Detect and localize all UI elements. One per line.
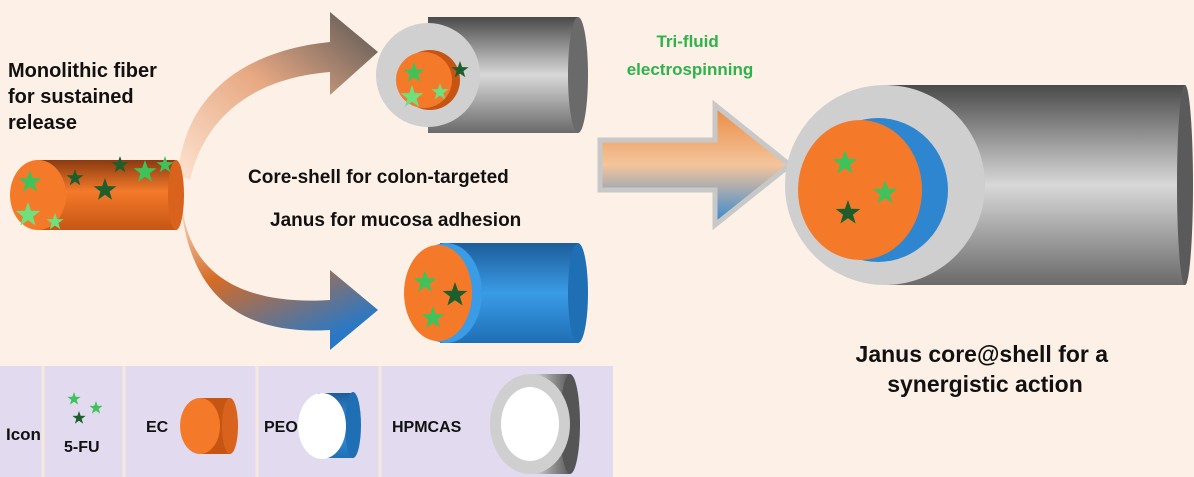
result-line-2: synergistic action: [887, 371, 1083, 397]
result-line-1: Janus core@shell for a: [856, 341, 1109, 367]
monolithic-line-3: release: [8, 112, 77, 134]
blue-cylinder-icon: [298, 392, 361, 459]
orange-cylinder-icon: [180, 398, 238, 454]
process-line-1: Tri-fluid: [656, 32, 718, 51]
janus-label: Janus for mucosa adhesion: [270, 210, 521, 231]
legend-peo-label: PEO: [264, 419, 298, 436]
janus-core-shell-fiber: [785, 85, 1193, 285]
core-shell-label: Core-shell for colon-targeted: [248, 167, 509, 188]
legend-ec-label: EC: [146, 419, 169, 436]
legend-hpmcas-label: HPMCAS: [392, 419, 462, 436]
legend-5fu-label: 5-FU: [64, 439, 100, 456]
janus-fiber: [404, 243, 588, 343]
arrow-to-core-shell: [178, 12, 378, 180]
monolithic-line-1: Monolithic fiber: [8, 60, 157, 82]
legend-title: Icon: [6, 425, 41, 444]
core-shell-fiber: [376, 17, 588, 133]
gray-tube-icon: [490, 374, 580, 474]
monolithic-line-2: for sustained: [8, 86, 134, 108]
arrow-to-janus: [182, 205, 378, 350]
result-label: Janus core@shell for a synergistic actio…: [856, 341, 1115, 397]
monolithic-label: Monolithic fiber for sustained release: [8, 60, 162, 134]
electrospinning-arrow: [597, 99, 795, 231]
process-label: Tri-fluid electrospinning: [627, 32, 754, 79]
process-line-2: electrospinning: [627, 60, 754, 79]
monolithic-fiber: [10, 156, 184, 230]
legend: Icon 5-FU EC PEO HPMCAS: [0, 366, 613, 477]
